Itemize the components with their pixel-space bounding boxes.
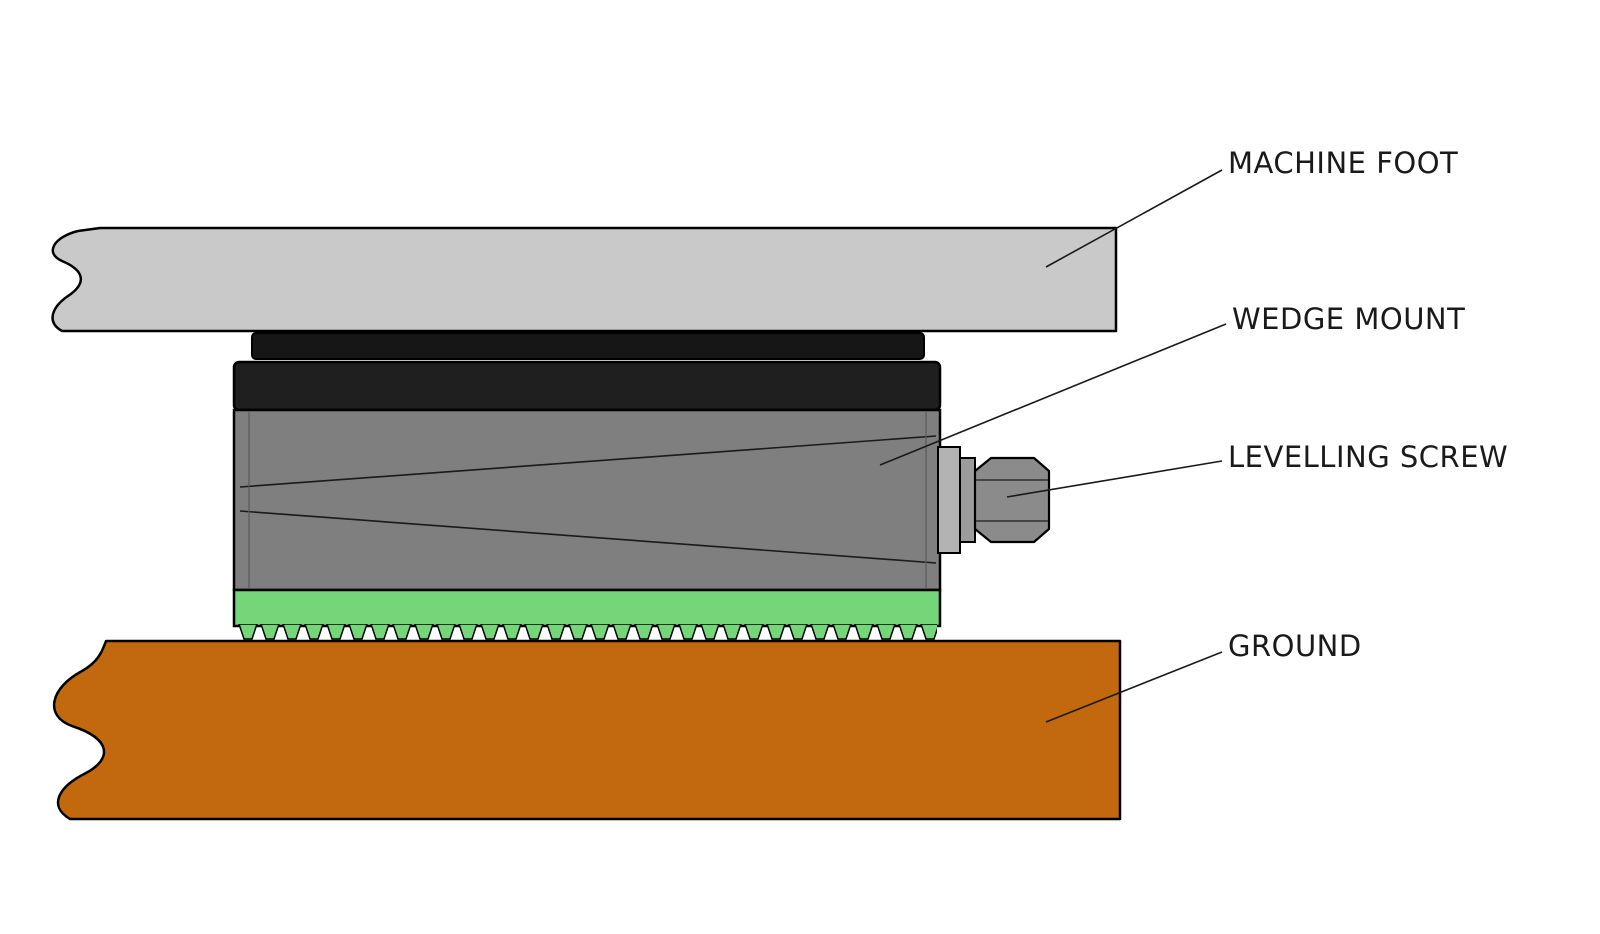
wedge-mount-leader-line xyxy=(879,323,1227,466)
pad-shape xyxy=(232,588,942,628)
machine-foot-label: MACHINE FOOT xyxy=(1228,146,1458,180)
levelling-screw-label: LEVELLING SCREW xyxy=(1228,440,1508,474)
machine-foot-leader-line xyxy=(1045,169,1223,268)
screw-collar-shape xyxy=(937,446,961,554)
screw-nut-shape xyxy=(973,456,1051,544)
wedge-line-lower xyxy=(239,510,937,564)
mount-top-strip-shape xyxy=(251,332,925,360)
wedge-line-upper xyxy=(239,435,937,488)
mount-cap-shape xyxy=(232,360,942,412)
ground-shape xyxy=(52,639,1122,821)
machine-foot-shape xyxy=(51,226,1118,333)
ground-label: GROUND xyxy=(1228,629,1362,663)
ground-leader-line xyxy=(1045,651,1223,723)
levelling-screw-leader-line xyxy=(1006,460,1223,498)
pad-serration xyxy=(237,624,937,640)
wedge-mount-label: WEDGE MOUNT xyxy=(1232,302,1465,336)
mount-body-shape xyxy=(232,408,942,592)
screw-washer-shape xyxy=(959,457,976,543)
